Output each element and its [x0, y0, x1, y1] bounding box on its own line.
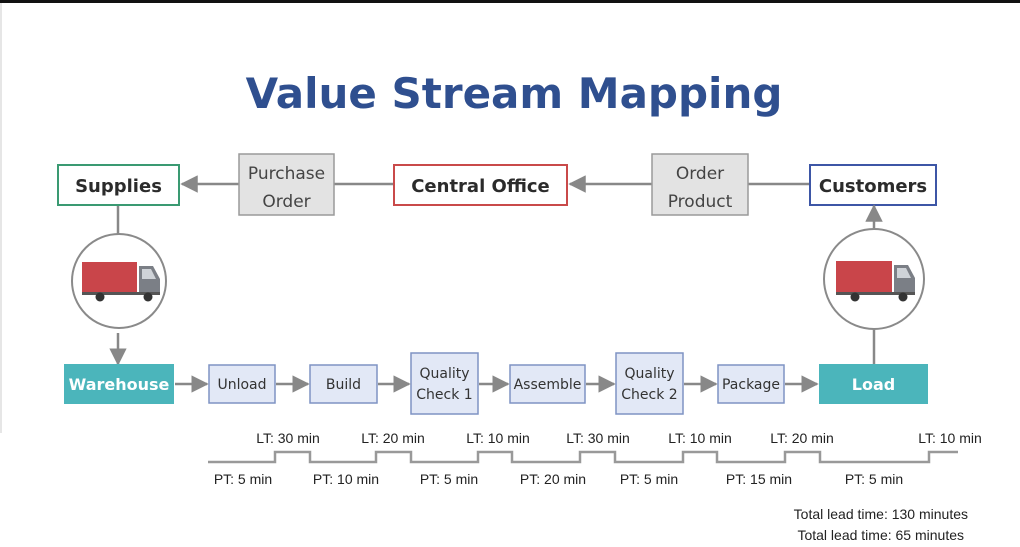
- central-office-label: Central Office: [411, 176, 550, 197]
- process-step-assemble[interactable]: Assemble: [509, 364, 586, 404]
- delivery-truck-icon: [823, 228, 925, 330]
- process-step-unload[interactable]: Unload: [208, 364, 276, 404]
- process-time-label: PT: 15 min: [726, 471, 792, 487]
- total-lead-time-2: Total lead time: 65 minutes: [797, 527, 964, 543]
- load-label: Load: [852, 375, 895, 394]
- supply-truck-icon: [71, 233, 167, 329]
- purchase-order-line-2: Order: [262, 192, 310, 212]
- process-time-labels: PT: 5 min PT: 10 min PT: 5 min PT: 20 min PT…: [214, 471, 903, 487]
- order-product-line-1: Order: [676, 164, 724, 184]
- process-step-package[interactable]: Package: [717, 364, 785, 404]
- process-time-label: PT: 5 min: [620, 471, 678, 487]
- process-time-label: PT: 20 min: [520, 471, 586, 487]
- warehouse-box[interactable]: Warehouse: [64, 364, 174, 404]
- process-step-build[interactable]: Build: [309, 364, 378, 404]
- lead-time-label: LT: 10 min: [918, 430, 982, 446]
- process-step-label: Build: [326, 377, 361, 393]
- purchase-order-line-1: Purchase: [248, 164, 325, 184]
- page-title: Value Stream Mapping: [246, 69, 783, 118]
- timeline-line: [208, 450, 958, 464]
- process-step-label: Check 2: [621, 387, 677, 403]
- lead-time-label: LT: 20 min: [361, 430, 425, 446]
- load-box[interactable]: Load: [819, 364, 928, 404]
- process-time-label: PT: 5 min: [420, 471, 478, 487]
- lead-time-label: LT: 10 min: [668, 430, 732, 446]
- order-product-box[interactable]: Order Product: [651, 153, 749, 216]
- central-office-box[interactable]: Central Office: [393, 164, 568, 206]
- lead-time-label: LT: 10 min: [466, 430, 530, 446]
- process-time-label: PT: 5 min: [214, 471, 272, 487]
- top-border: [0, 0, 1020, 3]
- total-lead-time-1: Total lead time: 130 minutes: [794, 506, 968, 522]
- lead-time-label: LT: 30 min: [566, 430, 630, 446]
- process-step-label: Check 1: [416, 387, 472, 403]
- supplies-box[interactable]: Supplies: [57, 164, 180, 206]
- purchase-order-box[interactable]: Purchase Order: [238, 153, 335, 216]
- process-time-label: PT: 10 min: [313, 471, 379, 487]
- lead-time-labels: LT: 30 min LT: 20 min LT: 10 min LT: 30 min…: [256, 430, 982, 446]
- process-step-label: Package: [722, 377, 780, 393]
- supplies-label: Supplies: [75, 176, 162, 197]
- left-edge: [0, 3, 2, 433]
- customers-box[interactable]: Customers: [809, 164, 937, 206]
- process-step-label: Quality: [624, 366, 674, 382]
- order-product-line-2: Product: [668, 192, 733, 212]
- process-step-label: Unload: [217, 377, 266, 393]
- lead-time-label: LT: 30 min: [256, 430, 320, 446]
- process-step-label: Quality: [419, 366, 469, 382]
- lead-time-label: LT: 20 min: [770, 430, 834, 446]
- warehouse-label: Warehouse: [69, 375, 170, 394]
- process-time-label: PT: 5 min: [845, 471, 903, 487]
- customers-label: Customers: [819, 176, 927, 197]
- process-step-label: Assemble: [514, 377, 582, 393]
